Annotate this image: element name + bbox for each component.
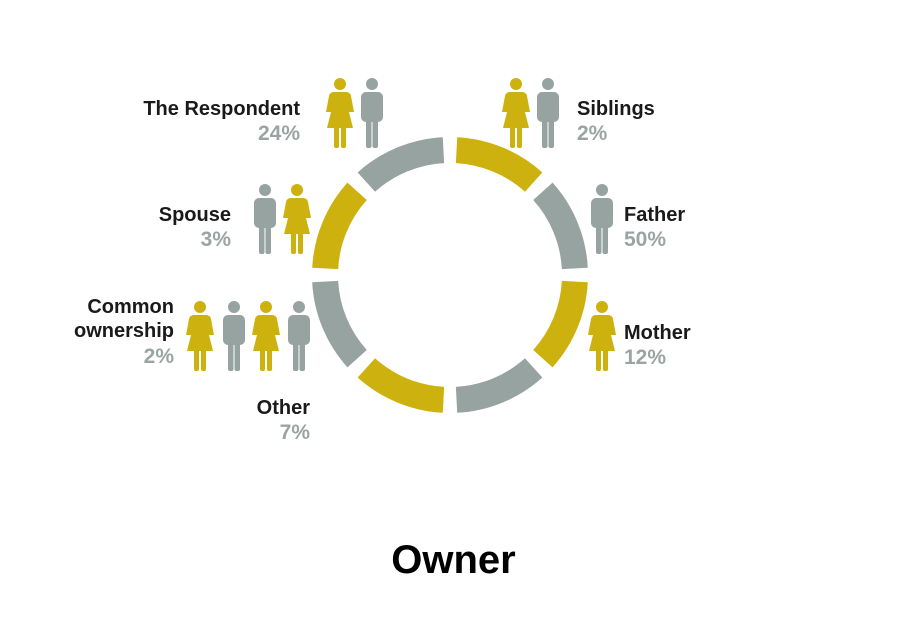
label-name: Other [256,397,310,419]
female-icon [588,301,616,371]
label-percent: 24% [257,122,300,146]
label-name: Mother [624,322,691,344]
label-father: Father 50% [624,203,685,253]
ring-segment-top-right [455,137,543,193]
label-percent: 12% [624,346,667,370]
label-mother: Mother 12% [624,321,691,371]
ring-segment-right-lower [532,280,588,368]
label-spouse: Spouse 3% [159,203,231,253]
label-name: Spouse [158,204,231,226]
label-common-ownership: Common ownership 2% [74,295,174,369]
male-icon [537,78,559,148]
label-siblings: Siblings 2% [577,97,655,147]
label-percent: 3% [200,228,231,252]
male-icon [361,78,383,148]
label-name: The Respondent [143,98,300,120]
female-icon [186,301,214,371]
ring-segment-top-left [357,137,445,193]
label-percent: 2% [577,122,608,146]
male-icon [254,184,276,254]
female-icon [326,78,354,148]
ring-segment-left-upper [312,182,368,270]
label-name: Siblings [577,98,655,120]
ring-segment-right-upper [532,182,588,270]
label-percent: 2% [143,344,174,368]
label-name: Father [624,204,686,226]
male-icon [591,184,613,254]
ring-segment-bottom-left [357,357,445,413]
diagram-title: Owner [391,538,516,582]
label-name-line2: ownership [73,320,174,343]
label-other: Other 7% [257,396,310,446]
ring-segment-left-lower [312,280,368,368]
label-the-respondent: The Respondent 24% [143,97,300,147]
male-icon [288,301,310,371]
female-icon [502,78,530,148]
male-icon [223,301,245,371]
ring-segment-bottom-right [455,357,543,413]
female-icon [252,301,280,371]
label-percent: 50% [624,228,667,252]
label-name-line1: Common [87,296,174,318]
female-icon [283,184,311,254]
label-percent: 7% [279,421,310,445]
